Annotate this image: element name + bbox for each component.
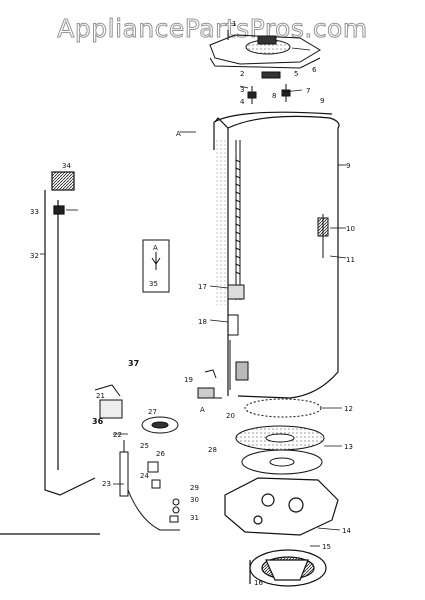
callout-37: 37 [128, 359, 139, 368]
callout-32: 32 [30, 252, 39, 260]
callout-27: 27 [148, 408, 157, 416]
callout-10: 10 [346, 225, 355, 233]
callout-2: 2 [240, 70, 244, 78]
callout-19: 19 [184, 376, 193, 384]
callout-9a: 9 [320, 97, 324, 105]
callout-22: 22 [113, 431, 122, 439]
callout-a-valve: A [200, 406, 205, 414]
callout-36: 36 [92, 417, 104, 426]
inset-label: A [153, 244, 158, 252]
callout-11: 11 [346, 256, 355, 264]
callout-21: 21 [96, 392, 105, 400]
callout-18: 18 [198, 318, 207, 326]
callout-3: 3 [240, 86, 244, 94]
gas-control-valve [94, 369, 222, 434]
callout-9b: 9 [346, 162, 350, 170]
callout-30: 30 [190, 496, 199, 504]
callout-34: 34 [62, 162, 71, 170]
callout-24: 24 [140, 472, 149, 480]
callout-12: 12 [344, 405, 353, 413]
bottom-rings [235, 398, 325, 475]
callout-13: 13 [344, 443, 353, 451]
outer-jacket-left [0, 171, 100, 535]
callout-23: 23 [102, 480, 111, 488]
callout-28: 28 [208, 446, 217, 454]
combustion-chamber [227, 284, 249, 390]
callout-6: 6 [312, 66, 317, 74]
callout-15: 15 [322, 543, 331, 551]
callout-20: 20 [226, 412, 235, 420]
callout-8: 8 [272, 92, 276, 100]
thermostat-access [317, 214, 329, 258]
tank-jacket [213, 111, 340, 399]
callout-1: 1 [232, 20, 236, 28]
callout-a-top: A [176, 130, 181, 138]
burner-assembly [249, 549, 327, 587]
callout-25: 25 [140, 442, 149, 450]
watermark: AppliancePartsPros.com [57, 14, 368, 44]
callout-16: 16 [254, 579, 263, 587]
inset-detail-box [142, 239, 170, 293]
callout-4: 4 [240, 98, 245, 106]
dip-tube [235, 140, 241, 300]
callout-labels: 1 2 3 4 5 6 7 8 9 9 10 11 12 13 14 15 16… [30, 20, 355, 587]
callout-29: 29 [190, 484, 199, 492]
base-pan [224, 477, 339, 536]
callout-17: 17 [198, 283, 207, 291]
callout-5: 5 [294, 70, 298, 78]
leader-lines [40, 47, 347, 547]
callout-7: 7 [306, 87, 310, 95]
flue-fittings [247, 71, 291, 104]
pilot-tubing [119, 440, 180, 531]
callout-26: 26 [156, 450, 165, 458]
callout-33: 33 [30, 208, 39, 216]
top-cover-plate [209, 30, 321, 69]
callout-31: 31 [190, 514, 199, 522]
callout-14: 14 [342, 527, 351, 535]
inset-number: 35 [149, 280, 158, 288]
